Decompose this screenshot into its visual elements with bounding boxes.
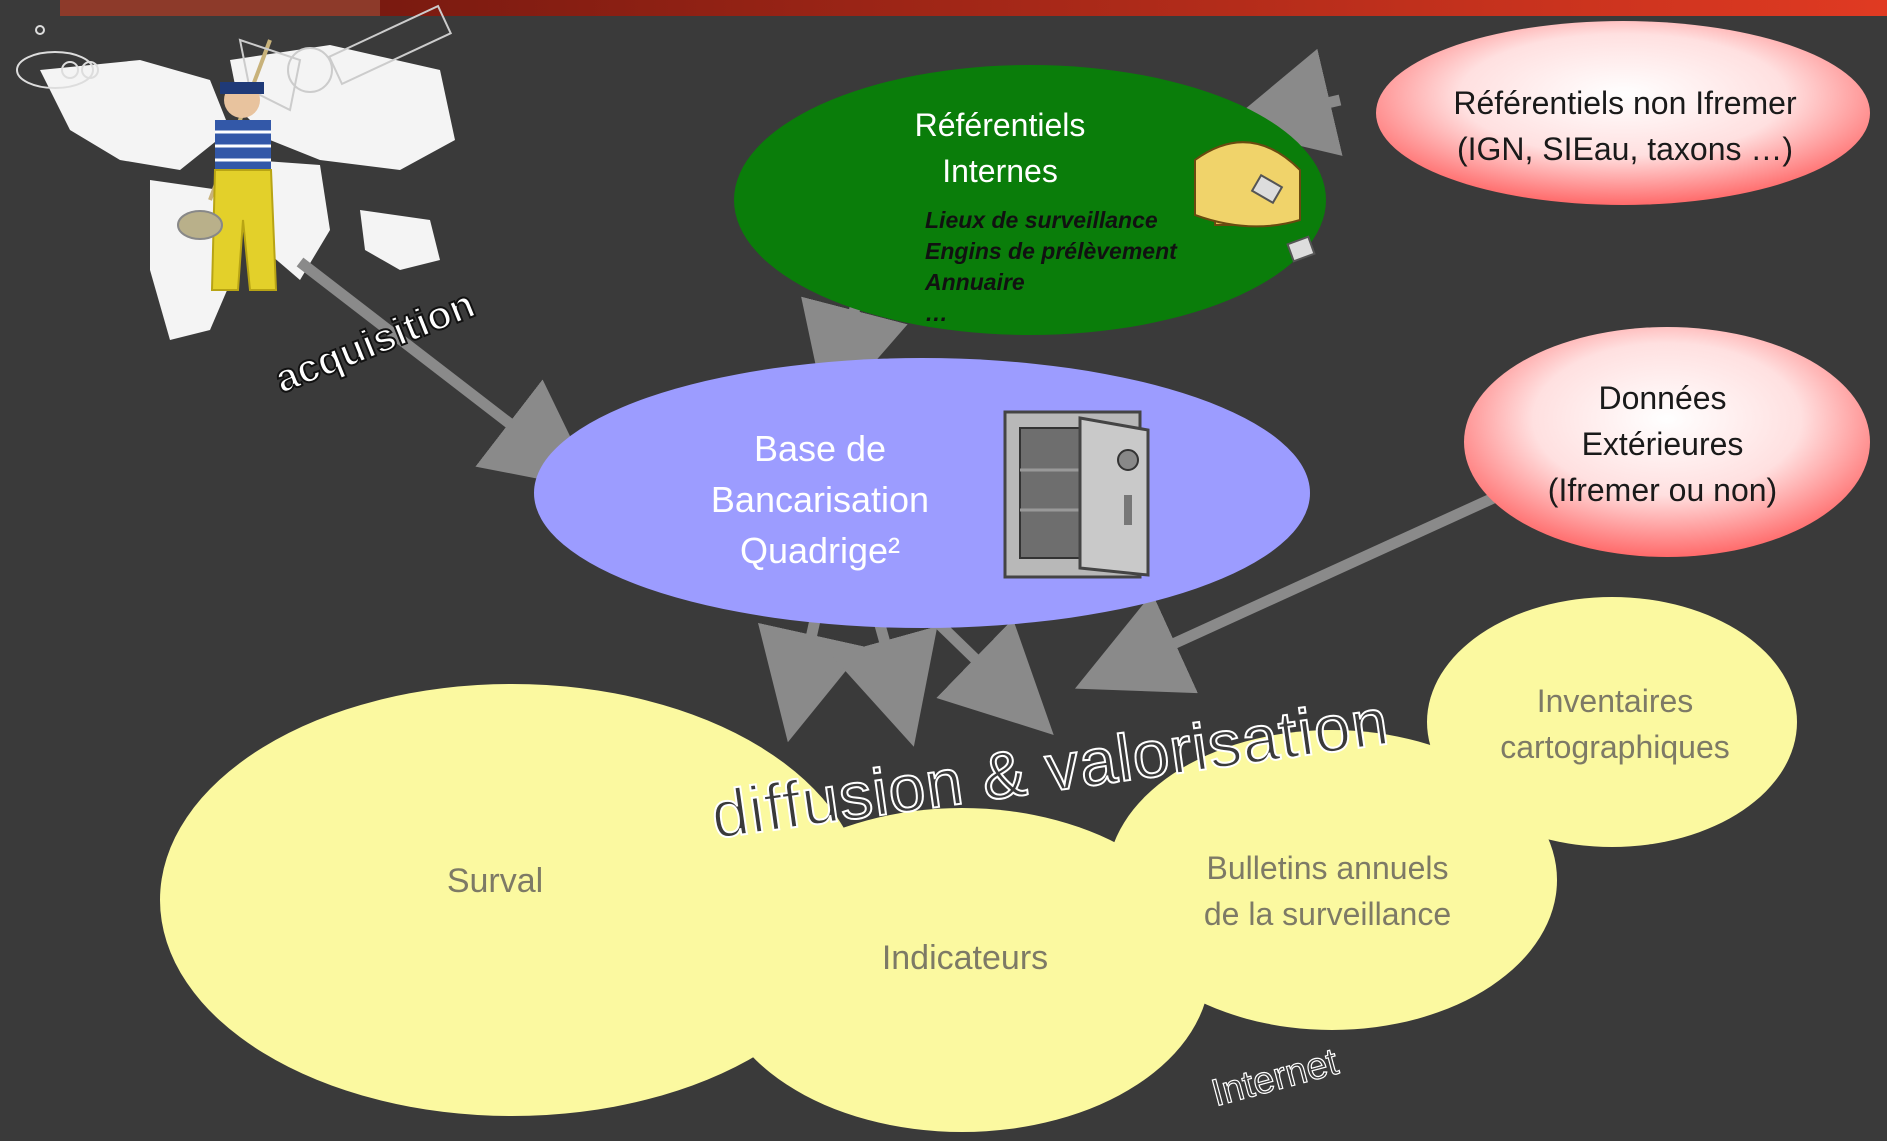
donnees-exterieures-label: Données Extérieures (Ifremer ou non) — [1510, 375, 1815, 513]
indicateurs-label: Indicateurs — [881, 939, 1049, 977]
base-bancarisation-line1: Base de — [753, 428, 887, 469]
mailbox-icon — [1194, 141, 1316, 263]
referentiels-internes-title-line1: Référentiels — [914, 107, 1086, 143]
arrows — [296, 48, 1503, 747]
referentiels-non-ifremer-label: Référentiels non Ifremer (IGN, SIEau, ta… — [1390, 80, 1860, 172]
arrow-external-data-to-diffusion — [1074, 489, 1503, 694]
arrow-base-to-indicateurs — [831, 623, 938, 747]
survall-label: Surval — [446, 862, 544, 900]
bulletins-line2: de la surveillance — [1203, 896, 1452, 932]
node-referentiels-internes — [734, 65, 1326, 335]
base-bancarisation-line2: Bancarisation — [710, 479, 930, 520]
referentiels-non-ifremer-line1: Référentiels non Ifremer — [1453, 85, 1797, 121]
referentiel-item-engins: Engins de prélèvement — [925, 238, 1177, 264]
header-logo — [60, 0, 380, 16]
referentiels-internes-title: Référentiels Internes — [855, 102, 1145, 194]
node-survall — [160, 684, 864, 1116]
world-map-fisherman-icon — [16, 4, 470, 360]
donnees-exterieures-line3: (Ifremer ou non) — [1547, 472, 1778, 508]
node-referentiels-non-ifremer — [1376, 21, 1870, 205]
node-bulletins — [1107, 730, 1557, 1030]
node-inventaires — [1427, 597, 1797, 847]
referentiel-item-etc: … — [925, 300, 948, 326]
arrow-acquisition — [296, 257, 597, 491]
arrow-external-ref-to-internal — [1222, 48, 1343, 156]
node-donnees-exterieures — [1464, 327, 1870, 557]
referentiels-non-ifremer-line2: (IGN, SIEau, taxons …) — [1456, 131, 1794, 167]
arrow-base-to-bulletins — [931, 616, 1054, 735]
bulletins-label: Bulletins annuels de la surveillance — [1150, 845, 1505, 937]
yellow-cloud — [160, 597, 1797, 1132]
inventaires-label: Inventaires cartographiques — [1460, 678, 1770, 770]
referentiels-internes-title-line2: Internes — [942, 153, 1058, 189]
donnees-exterieures-line1: Données — [1598, 380, 1727, 416]
inventaires-line1: Inventaires — [1536, 683, 1694, 719]
safe-icon — [1003, 410, 1150, 579]
referentiel-item-annuaire: Annuaire — [925, 269, 1025, 295]
bulletins-line1: Bulletins annuels — [1206, 850, 1449, 886]
base-bancarisation-line3: Quadrige² — [739, 530, 901, 571]
donnees-exterieures-line2: Extérieures — [1581, 426, 1744, 462]
inventaires-line2: cartographiques — [1500, 729, 1730, 765]
node-indicateurs — [714, 808, 1210, 1132]
referentiels-internes-items: Lieux de surveillance Engins de prélèvem… — [925, 205, 1245, 329]
header-bar — [380, 0, 1887, 16]
base-bancarisation-label: Base de Bancarisation Quadrige² — [660, 423, 980, 576]
arrow-base-to-survall — [758, 618, 866, 743]
referentiel-item-lieux: Lieux de surveillance — [925, 207, 1158, 233]
